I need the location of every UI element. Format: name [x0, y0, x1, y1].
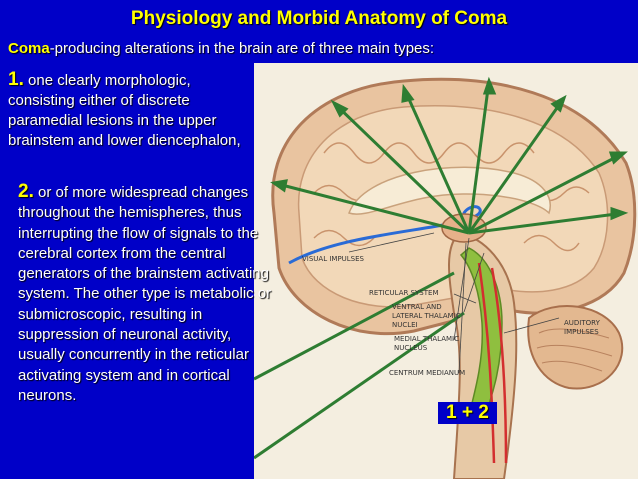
activating-arrows [254, 76, 629, 460]
point-one-number: 1. [8, 69, 24, 90]
brain-sagittal-svg: VISUAL IMPULSES RETICULAR SYSTEM VENTRAL… [254, 76, 637, 479]
label-visual-impulses: VISUAL IMPULSES [302, 255, 365, 263]
slide-subtitle: Coma-producing alterations in the brain … [8, 40, 434, 57]
label-ventral-1: VENTRAL AND [392, 303, 442, 311]
label-auditory-1: AUDITORY [564, 319, 601, 327]
cortex-inner [297, 105, 609, 308]
subtitle-text: -producing alterations in the brain are … [49, 40, 435, 57]
label-medial-1: MEDIAL THALAMIC [394, 335, 459, 343]
label-auditory-2: IMPULSES [564, 328, 599, 336]
combination-label: 1 + 2 [438, 402, 497, 424]
label-centrum-medianum: CENTRUM MEDIANUM [389, 369, 465, 377]
subtitle-keyword: Coma [8, 40, 50, 57]
label-medial-2: NUCLEUS [394, 344, 428, 352]
cerebellum-folia [536, 328, 613, 372]
slide-title: Physiology and Morbid Anatomy of Coma [130, 8, 508, 29]
label-ventral-3: NUCLEI [392, 321, 418, 329]
brain-illustration: VISUAL IMPULSES RETICULAR SYSTEM VENTRAL… [254, 63, 638, 479]
label-reticular-system: RETICULAR SYSTEM [369, 289, 438, 297]
point-one-text: one clearly morphologic, consisting eith… [8, 72, 241, 149]
label-ventral-2: LATERAL THALAMIC [392, 312, 461, 320]
point-two: 2. or of more widespread changes through… [18, 181, 280, 406]
point-one: 1. one clearly morphologic, consisting e… [8, 70, 258, 151]
sensory-arrows [477, 262, 508, 464]
point-two-number: 2. [18, 181, 34, 202]
point-two-text: or of more widespread changes throughout… [18, 184, 272, 404]
